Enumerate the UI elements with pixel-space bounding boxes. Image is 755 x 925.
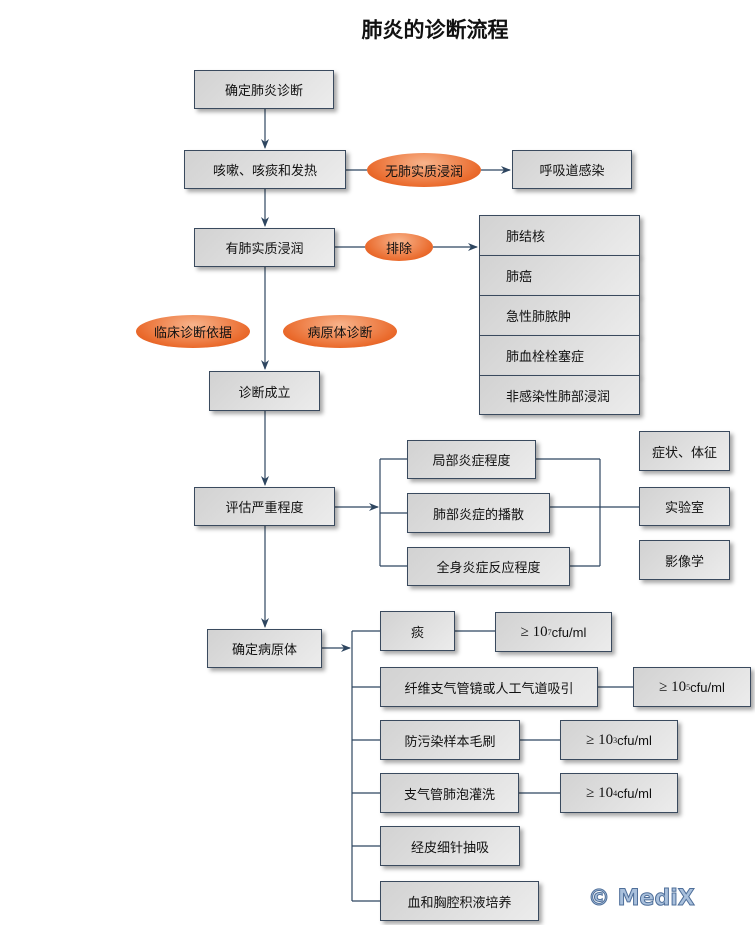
exclusion-item: 非感染性肺部浸润 — [479, 375, 640, 415]
exclusion-item: 肺癌 — [479, 255, 640, 296]
specimen-item: 纤维支气管镜或人工气道吸引 — [380, 667, 598, 707]
assess-severity-box: 评估严重程度 — [194, 487, 335, 526]
threshold-prefix: ≥ 10 — [586, 731, 614, 748]
specimen-item: 痰 — [380, 611, 455, 651]
specimen-item: 经皮细针抽吸 — [380, 826, 520, 866]
exclusion-item: 急性肺脓肿 — [479, 295, 640, 336]
symptoms-box: 咳嗽、咳痰和发热 — [184, 150, 346, 189]
clinical-basis-ellipse: 临床诊断依据 — [136, 315, 250, 348]
specimen-item: 支气管肺泡灌洗 — [380, 773, 519, 813]
no-infiltrate-ellipse: 无肺实质浸润 — [367, 153, 481, 187]
threshold-exp: 5 — [686, 682, 691, 692]
threshold-unit: cfu/ml — [617, 732, 652, 748]
threshold-unit: cfu/ml — [551, 624, 587, 640]
threshold-exp: 3 — [613, 735, 618, 745]
medix-watermark: © MediX — [588, 886, 696, 912]
threshold-exp: 7 — [547, 627, 552, 637]
severity-source: 影像学 — [639, 540, 730, 580]
threshold-prefix: ≥ 10 — [659, 678, 687, 695]
resp-infection-box: 呼吸道感染 — [512, 150, 632, 189]
threshold-unit: cfu/ml — [617, 785, 652, 801]
severity-source: 实验室 — [639, 487, 730, 526]
page-title: 肺炎的诊断流程 — [361, 17, 509, 42]
dx-established-box: 诊断成立 — [209, 371, 320, 411]
severity-item: 全身炎症反应程度 — [407, 547, 570, 586]
confirm-pneumonia-box: 确定肺炎诊断 — [194, 70, 334, 109]
exclusion-item: 肺结核 — [479, 215, 640, 256]
specimen-item: 血和胸腔积液培养 — [380, 881, 539, 921]
exclude-ellipse: 排除 — [365, 233, 433, 261]
threshold-prefix: ≥ 10 — [520, 623, 548, 640]
severity-source: 症状、体征 — [639, 431, 730, 471]
confirm-pathogen-box: 确定病原体 — [207, 629, 322, 668]
exclusion-item: 肺血栓栓塞症 — [479, 335, 640, 376]
severity-item: 局部炎症程度 — [407, 440, 536, 479]
infiltrate-box: 有肺实质浸润 — [194, 228, 335, 267]
severity-item: 肺部炎症的播散 — [407, 493, 550, 533]
pathogen-dx-ellipse: 病原体诊断 — [283, 315, 397, 348]
specimen-item: 防污染样本毛刷 — [380, 720, 520, 760]
threshold-prefix: ≥ 10 — [586, 784, 614, 801]
threshold-unit: cfu/ml — [690, 679, 725, 695]
threshold-exp: 4 — [613, 788, 618, 798]
